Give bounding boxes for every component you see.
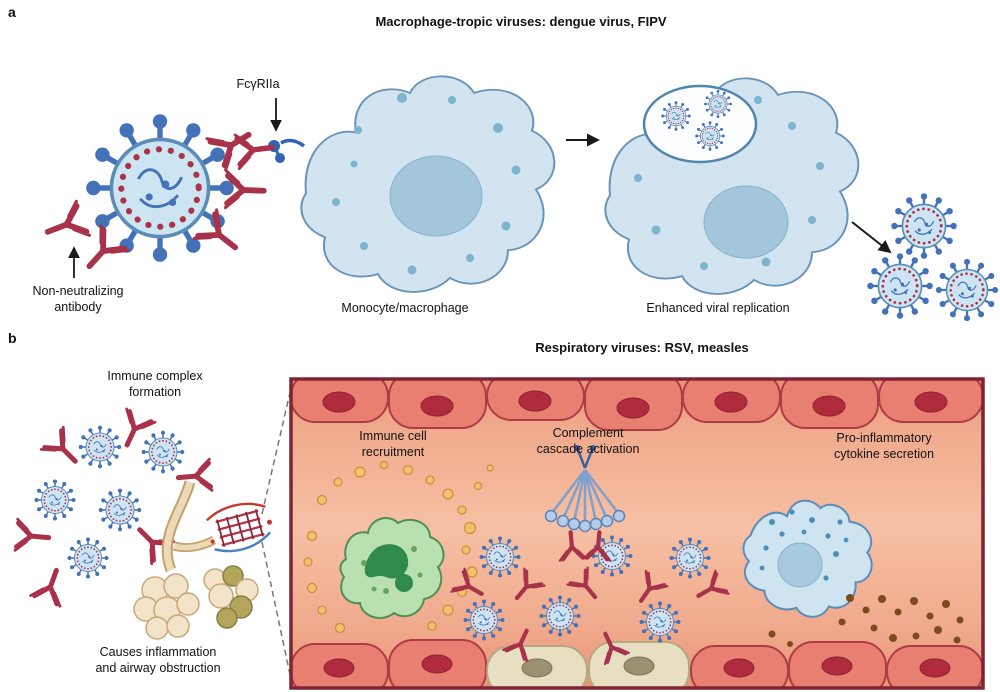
green-immune-cell	[339, 517, 445, 619]
zoom-dashed-line	[261, 541, 293, 685]
virus-icon	[889, 191, 959, 261]
antibody-icon	[15, 519, 50, 553]
panel-b-label: b	[8, 330, 17, 346]
capillary-mesh-icon	[206, 502, 272, 553]
nucleus	[389, 155, 483, 237]
non-neutralizing-antibody-label: Non-neutralizing antibody	[32, 284, 124, 314]
antibody-icon	[31, 565, 71, 606]
virus-icon	[934, 257, 1000, 323]
virus-icon	[140, 429, 186, 475]
arrow-icon	[851, 221, 892, 254]
cytoplasm-granules	[332, 93, 521, 275]
cytoplasm-granules	[759, 509, 849, 581]
epithelium-bottom-nuclei	[323, 654, 951, 678]
virus-icon	[77, 424, 123, 470]
antibody-icon	[41, 427, 86, 472]
immune-complex-label: Immune complex formation	[107, 369, 203, 399]
fcgriia-label: FcγRIIa	[236, 77, 280, 91]
complement-label: Complement cascade activation	[536, 426, 640, 456]
cytokine-secretion-label: Pro-inflammatory cytokine secretion	[833, 431, 935, 461]
fc-gamma-receptor-icon	[268, 138, 306, 163]
panel-a-label: a	[8, 4, 16, 20]
enhanced-replication-label: Enhanced viral replication	[646, 301, 790, 315]
cytokine-dots	[768, 594, 964, 647]
airway-obstruction-label: Causes inflammation and airway obstructi…	[95, 645, 221, 675]
panel-b-title: Respiratory viruses: RSV, measles	[535, 340, 749, 355]
virus-icon	[66, 536, 110, 580]
viral-vesicle	[642, 84, 758, 164]
nucleus	[777, 542, 823, 588]
antibody-icon	[207, 119, 258, 169]
cytoplasm-granules	[634, 96, 824, 270]
alveoli-icon	[133, 480, 259, 640]
panel-a-illustration	[41, 75, 1000, 323]
virus-icon	[86, 114, 234, 262]
epithelium-top-nuclei	[322, 390, 948, 419]
monocyte-label: Monocyte/macrophage	[341, 301, 469, 315]
airway-panel-border	[289, 377, 985, 690]
antibody-icon	[41, 201, 89, 248]
virus-icon	[33, 478, 77, 522]
complement-icon	[544, 445, 626, 533]
enhanced-replication-cell	[604, 77, 860, 295]
cytokine-macrophage	[724, 476, 891, 638]
monocyte-cell	[268, 75, 556, 293]
virus-icon	[865, 251, 935, 321]
immune-cell-recruitment-label: Immune cell recruitment	[359, 429, 427, 459]
zoom-dashed-line	[261, 383, 293, 515]
airway-panel	[291, 379, 983, 688]
nucleus	[703, 185, 789, 259]
virus-icon	[97, 487, 143, 533]
chemokine-dots	[303, 460, 494, 634]
nucleus	[364, 544, 409, 579]
panel-a-title: Macrophage-tropic viruses: dengue virus,…	[375, 14, 667, 29]
panel-b-illustration	[15, 377, 985, 690]
